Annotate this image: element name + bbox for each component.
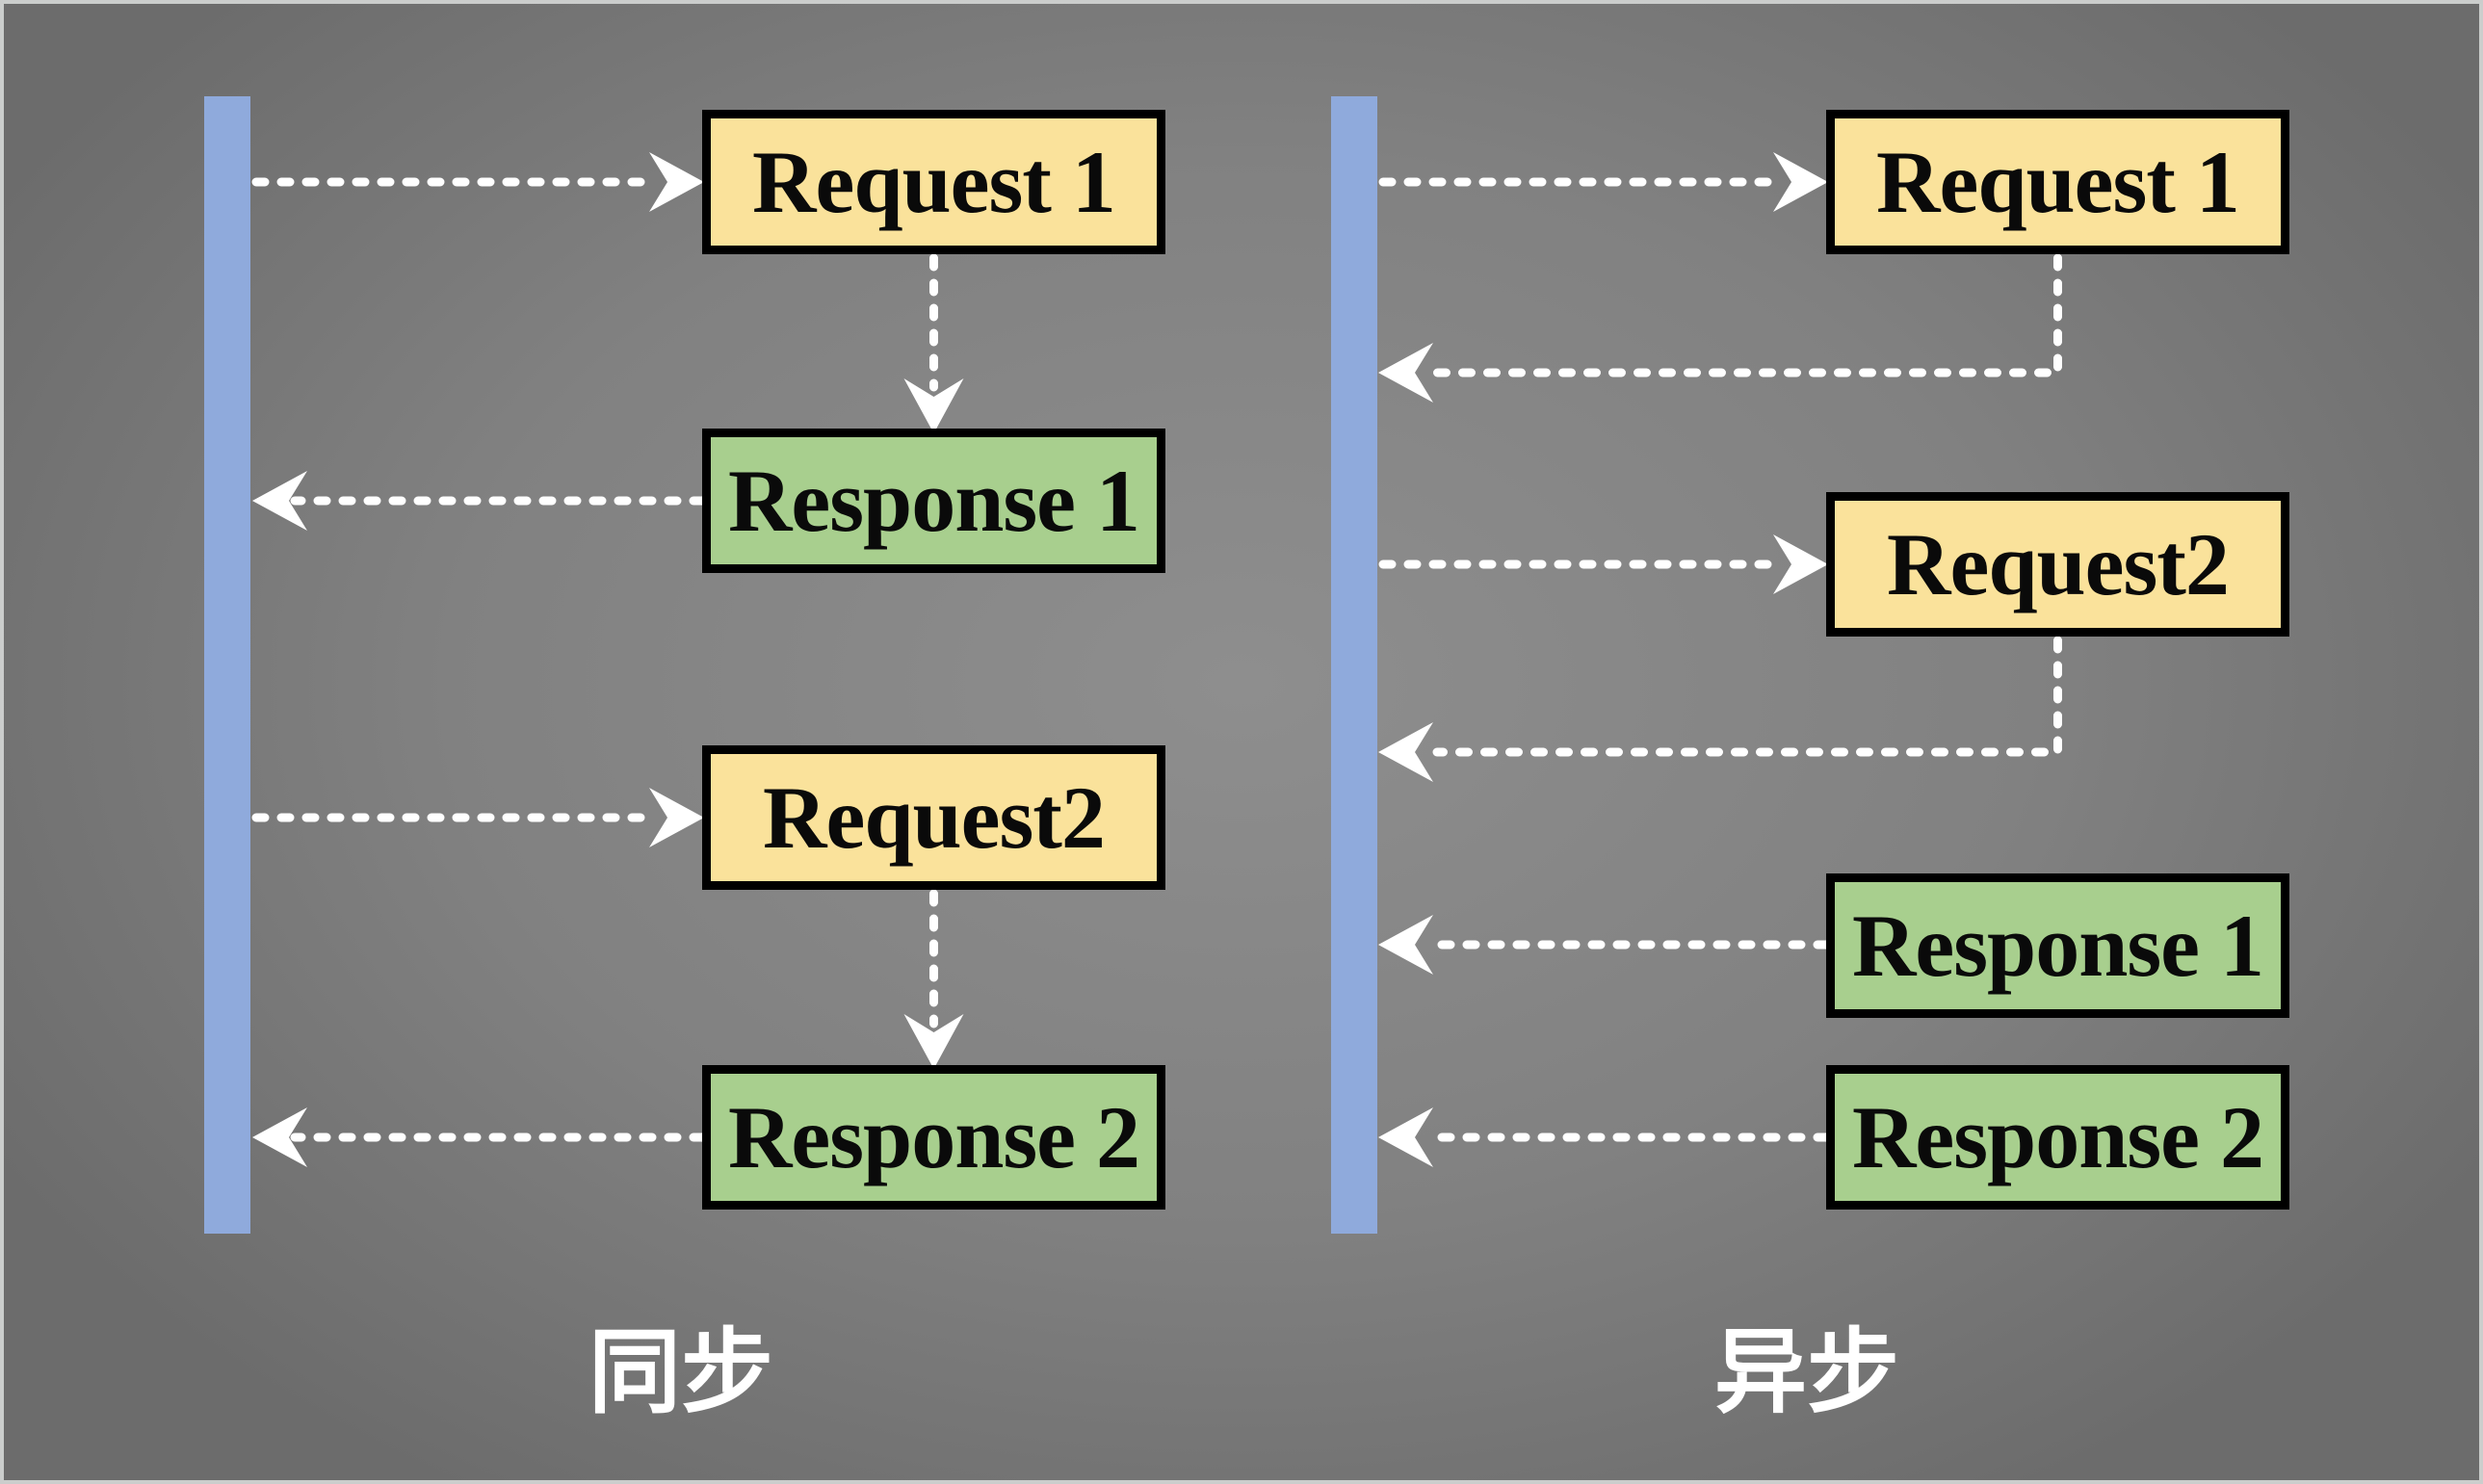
- sync-arrows: [251, 152, 964, 1167]
- async-return2-elbow-line: [1432, 636, 2062, 757]
- async-panel-label: 异步: [1714, 1321, 1899, 1424]
- async-arrows: [1378, 152, 2062, 1167]
- async-request2-arrowhead-right-icon: [1773, 534, 1828, 594]
- sync-request2-arrowhead-right-icon: [649, 788, 704, 847]
- sync-response-2-box: Response 2: [702, 1065, 1165, 1210]
- sync-lifeline-bar: [204, 96, 250, 1234]
- async-response-1-box: Response 1: [1826, 873, 2289, 1018]
- sync-connector1-arrowhead-down-icon: [903, 378, 964, 433]
- async-response2-arrowhead-left-icon: [1378, 1107, 1433, 1167]
- sync-response2-arrowhead-left-icon: [252, 1107, 307, 1167]
- async-return2-arrowhead-left-icon: [1378, 722, 1433, 782]
- sync-request-2-box: Request2: [702, 745, 1165, 890]
- async-request1-arrowhead-right-icon: [1773, 152, 1828, 212]
- async-return1-elbow-line: [1432, 253, 2062, 378]
- sync-request-1-box: Request 1: [702, 110, 1165, 254]
- sync-connector2-arrowhead-down-icon: [903, 1014, 964, 1069]
- arrow-layer: [251, 152, 2062, 1167]
- async-response1-arrowhead-left-icon: [1378, 915, 1433, 975]
- async-response-2-box: Response 2: [1826, 1065, 2289, 1210]
- sync-response-1-box: Response 1: [702, 429, 1165, 573]
- async-request-2-box: Request2: [1826, 492, 2289, 637]
- async-lifeline-bar: [1331, 96, 1377, 1234]
- async-return1-arrowhead-left-icon: [1378, 343, 1433, 403]
- sync-response1-arrowhead-left-icon: [252, 471, 307, 531]
- async-request-1-box: Request 1: [1826, 110, 2289, 254]
- sync-panel-label: 同步: [588, 1321, 773, 1424]
- sync-request1-arrowhead-right-icon: [649, 152, 704, 212]
